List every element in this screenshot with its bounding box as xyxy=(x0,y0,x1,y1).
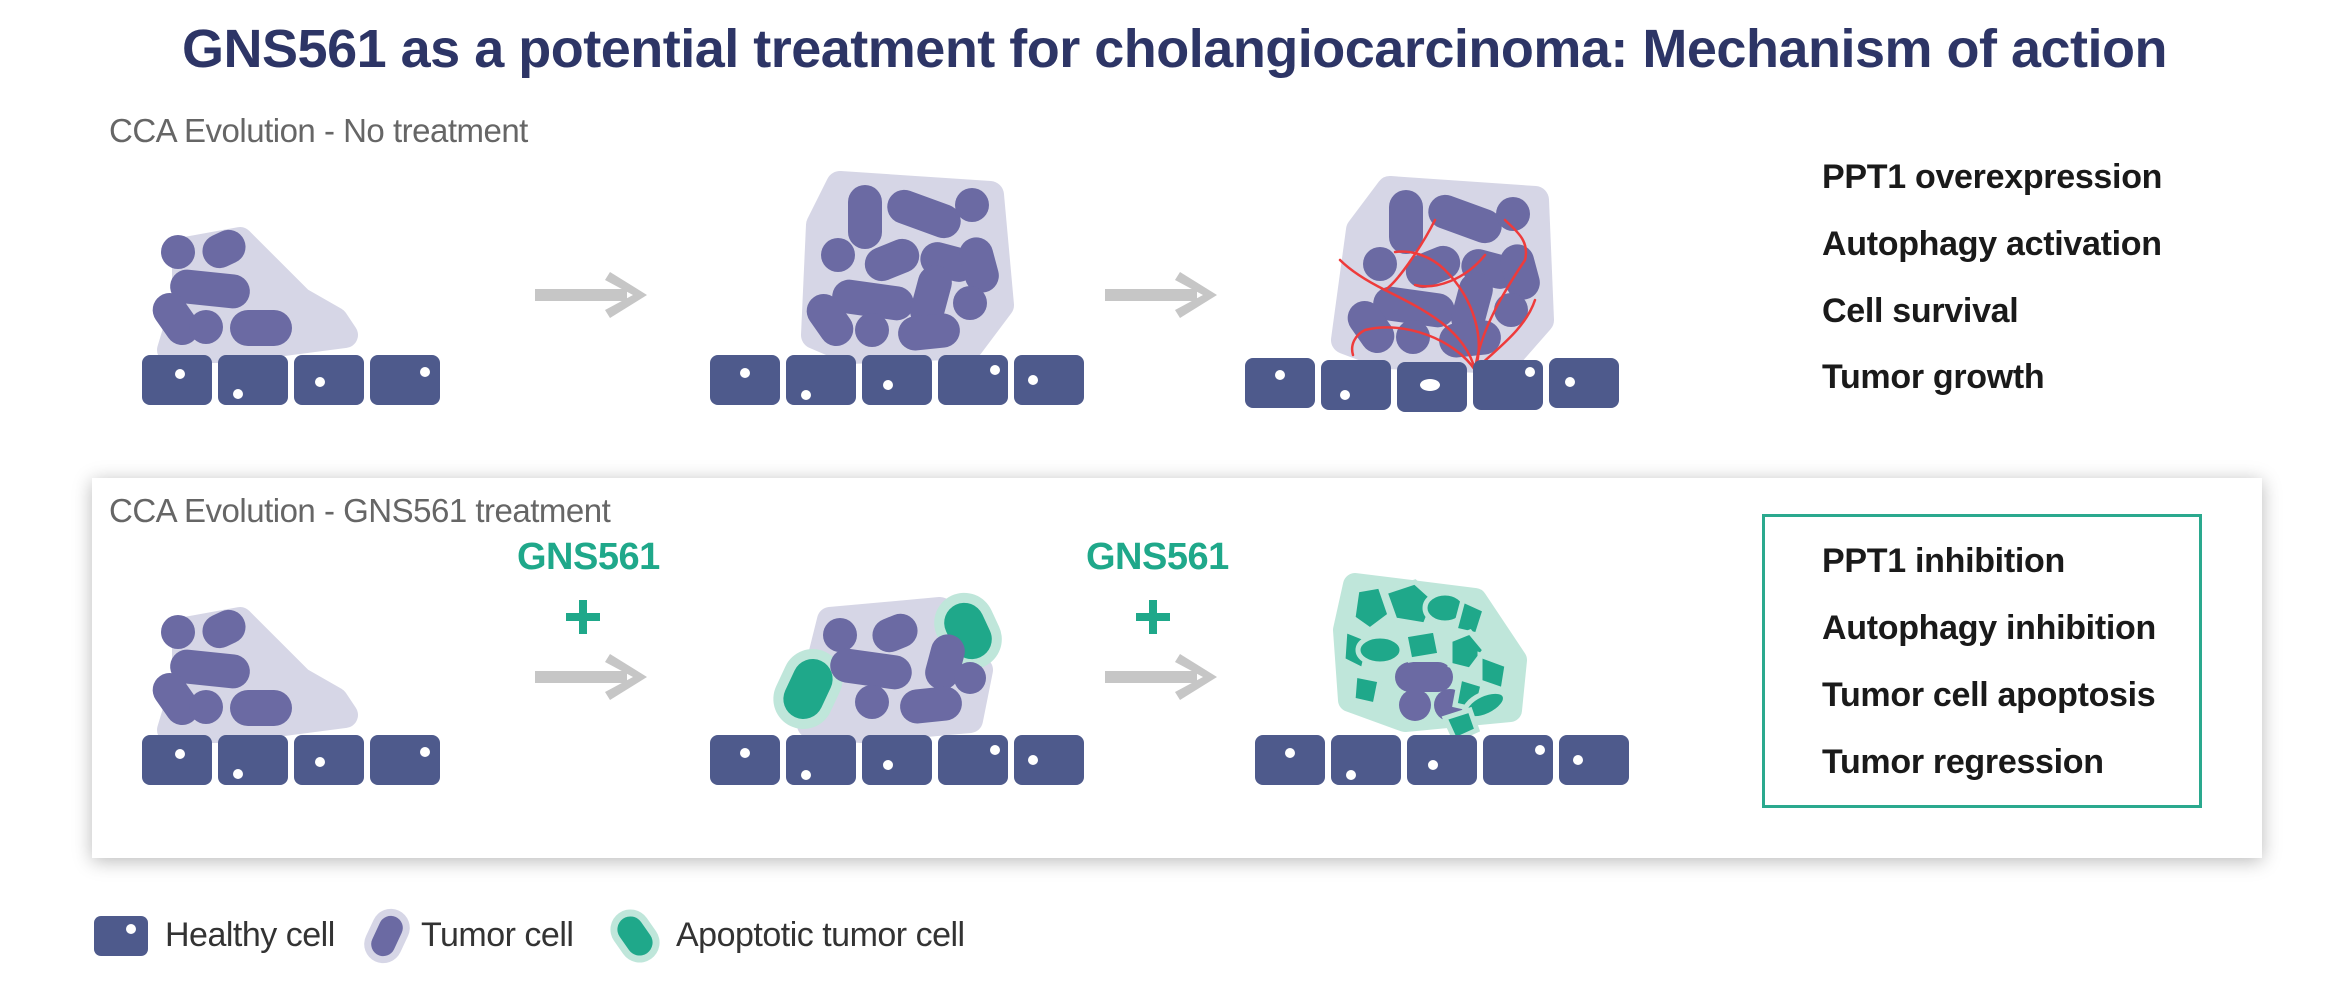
tumor-cells xyxy=(806,185,999,351)
drug-label-1: GNS561 xyxy=(517,536,660,578)
healthy-cell-row xyxy=(1245,358,1619,412)
healthy-cell-row xyxy=(142,355,440,405)
stage-3-regressing-tumor xyxy=(1255,573,1629,785)
stage-2-growing-tumor xyxy=(710,171,1084,405)
healthy-cell-row xyxy=(1255,735,1629,785)
legend-healthy-label: Healthy cell xyxy=(165,916,335,954)
page-title: GNS561 as a potential treatment for chol… xyxy=(182,19,2167,79)
healthy-cell-row xyxy=(710,735,1084,785)
apoptotic-cells xyxy=(1340,579,1510,744)
tumor-cells xyxy=(823,613,986,724)
tumor-cell-icon xyxy=(364,908,410,964)
healthy-cell-icon xyxy=(94,916,148,956)
effect-autophagy-activation: Autophagy activation xyxy=(1822,225,2162,263)
legend-apoptotic-label: Apoptotic tumor cell xyxy=(676,916,965,954)
legend-tumor-label: Tumor cell xyxy=(421,916,574,954)
stage-3-vascularized-tumor xyxy=(1245,176,1619,412)
arrow-2-no-treatment xyxy=(1105,272,1217,318)
effect-ppt1-inhibition: PPT1 inhibition xyxy=(1822,542,2065,580)
tumor-cells xyxy=(152,229,292,346)
effect-ppt1-overexpression: PPT1 overexpression xyxy=(1822,158,2163,196)
section-label-no-treatment: CCA Evolution - No treatment xyxy=(109,112,528,149)
treatment-panel xyxy=(92,478,2262,858)
effect-tumor-cell-apoptosis: Tumor cell apoptosis xyxy=(1822,676,2156,714)
plus-icon xyxy=(566,600,600,634)
arrow-1-treatment xyxy=(535,654,647,700)
arrow-2-treatment xyxy=(1105,654,1217,700)
effect-tumor-growth: Tumor growth xyxy=(1822,358,2045,396)
tumor-cells xyxy=(152,609,292,726)
treatment-effects-box xyxy=(1762,514,2202,808)
effect-tumor-regression: Tumor regression xyxy=(1822,743,2104,781)
section-label-treatment: CCA Evolution - GNS561 treatment xyxy=(109,492,611,529)
healthy-cell-row xyxy=(710,355,1084,405)
stage-1-initial-tumor xyxy=(142,227,440,405)
apoptotic-cell-icon xyxy=(610,909,660,963)
effect-autophagy-inhibition: Autophagy inhibition xyxy=(1822,609,2156,647)
drug-label-2: GNS561 xyxy=(1086,536,1229,578)
effect-cell-survival: Cell survival xyxy=(1822,292,2019,330)
stage-1-treated-initial-tumor xyxy=(142,607,440,785)
plus-icon xyxy=(1136,600,1170,634)
arrow-1-no-treatment xyxy=(535,272,647,318)
tumor-cells xyxy=(1347,190,1540,358)
healthy-cell-row xyxy=(142,735,440,785)
stage-2-treated-tumor xyxy=(710,592,1084,785)
